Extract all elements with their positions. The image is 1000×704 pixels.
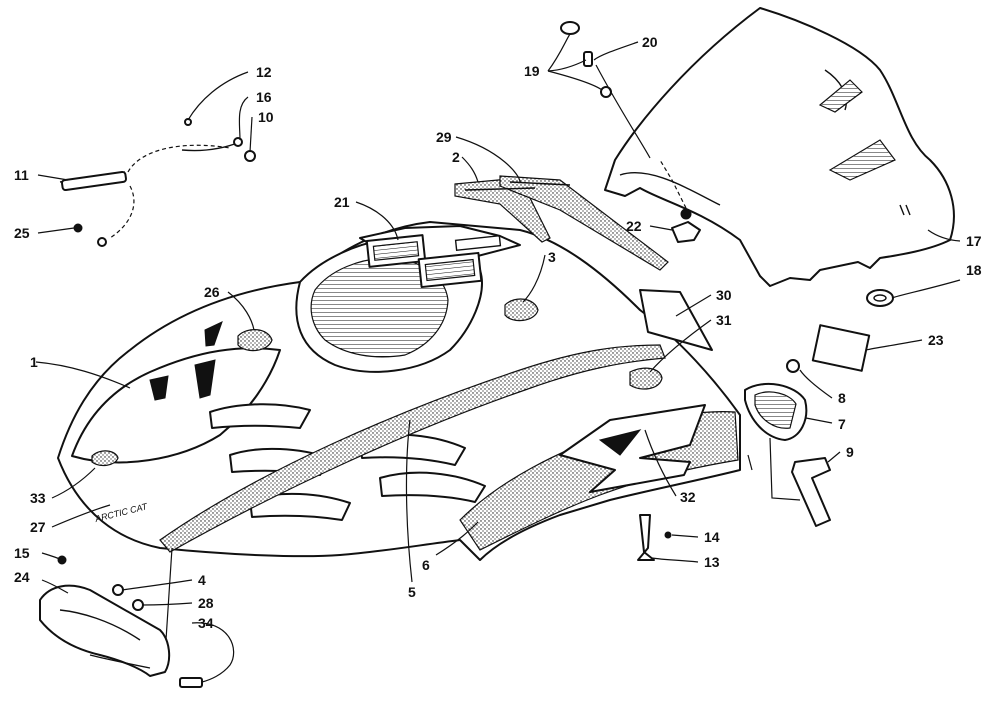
callout-21: 21 xyxy=(334,194,350,210)
hood-strap xyxy=(791,457,831,527)
callout-33: 33 xyxy=(30,490,46,506)
callout-4: 4 xyxy=(198,572,206,588)
callout-9: 9 xyxy=(846,444,854,460)
windshield-fastener-set xyxy=(560,21,651,159)
hood: ARCTIC CAT xyxy=(57,221,741,561)
grommet xyxy=(866,289,894,307)
callout-labels: 1 2 3 4 5 6 7 8 9 10 11 12 13 14 15 16 1… xyxy=(14,34,982,631)
callout-20: 20 xyxy=(642,34,658,50)
callout-11: 11 xyxy=(14,167,29,183)
callout-24: 24 xyxy=(14,569,30,585)
callout-2: 2 xyxy=(452,149,460,165)
callout-28: 28 xyxy=(198,595,214,611)
windshield-nut-plate xyxy=(659,159,701,243)
callout-13: 13 xyxy=(704,554,720,570)
windshield xyxy=(604,7,955,287)
callout-8: 8 xyxy=(838,390,846,406)
callout-3: 3 xyxy=(548,249,556,265)
callout-34: 34 xyxy=(198,615,214,631)
callout-18: 18 xyxy=(966,262,982,278)
callout-17: 17 xyxy=(966,233,982,249)
callout-15: 15 xyxy=(14,545,30,561)
callout-14: 14 xyxy=(704,529,720,545)
callout-19: 19 xyxy=(524,63,540,79)
callout-30: 30 xyxy=(716,287,732,303)
callout-7: 7 xyxy=(838,416,846,432)
side-vent-decal xyxy=(639,289,713,351)
callout-22: 22 xyxy=(626,218,642,234)
side-vent-grille xyxy=(744,359,808,441)
callout-25: 25 xyxy=(14,225,30,241)
callout-12: 12 xyxy=(256,64,272,80)
latch-bracket xyxy=(637,514,672,561)
callout-26: 26 xyxy=(204,284,220,300)
leader-lines xyxy=(35,33,961,683)
callout-31: 31 xyxy=(716,312,732,328)
callout-6: 6 xyxy=(422,557,430,573)
callout-10: 10 xyxy=(258,109,274,125)
callout-16: 16 xyxy=(256,89,272,105)
callout-23: 23 xyxy=(928,332,944,348)
callout-32: 32 xyxy=(680,489,696,505)
hood-cable-assembly xyxy=(59,118,256,247)
top-decal-strips xyxy=(454,175,669,271)
reflector xyxy=(811,324,871,372)
callout-1: 1 xyxy=(30,354,38,370)
callout-5: 5 xyxy=(408,584,416,600)
callout-27: 27 xyxy=(30,519,46,535)
front-bumper-bracket xyxy=(39,555,203,688)
callout-29: 29 xyxy=(436,129,452,145)
